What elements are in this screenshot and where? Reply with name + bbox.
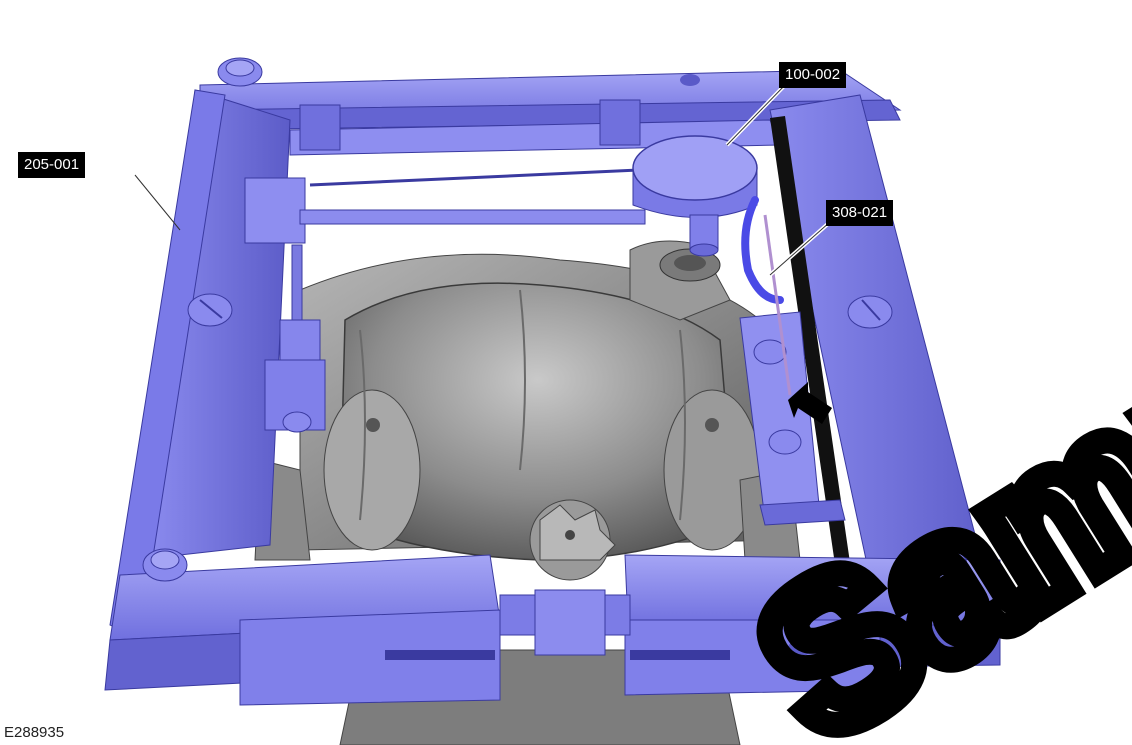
- differential-housing: [254, 240, 801, 745]
- hex-bolt-icon: [142, 548, 188, 582]
- hex-bolt-icon: [282, 411, 312, 433]
- hex-bolt-icon: [187, 293, 233, 327]
- hex-bolt-icon: [753, 339, 787, 365]
- callout-fixture-frame: 205-001: [18, 152, 86, 178]
- dial-indicator: [632, 135, 758, 257]
- hex-bolt-icon: [768, 429, 802, 455]
- bolt-heads: [142, 57, 968, 656]
- leader-lines: [134, 83, 832, 277]
- hex-bolt-icon: [217, 57, 263, 87]
- hex-bolt-icon: [847, 295, 893, 329]
- arrow-icon: [788, 382, 832, 424]
- feeler-gauge: [741, 196, 792, 396]
- hex-bolt-icon: [922, 548, 968, 582]
- callout-dial-indicator: 100-002: [779, 62, 847, 88]
- callout-feeler-gauge: 308-021: [826, 200, 894, 226]
- figure-id: E288935: [4, 724, 65, 741]
